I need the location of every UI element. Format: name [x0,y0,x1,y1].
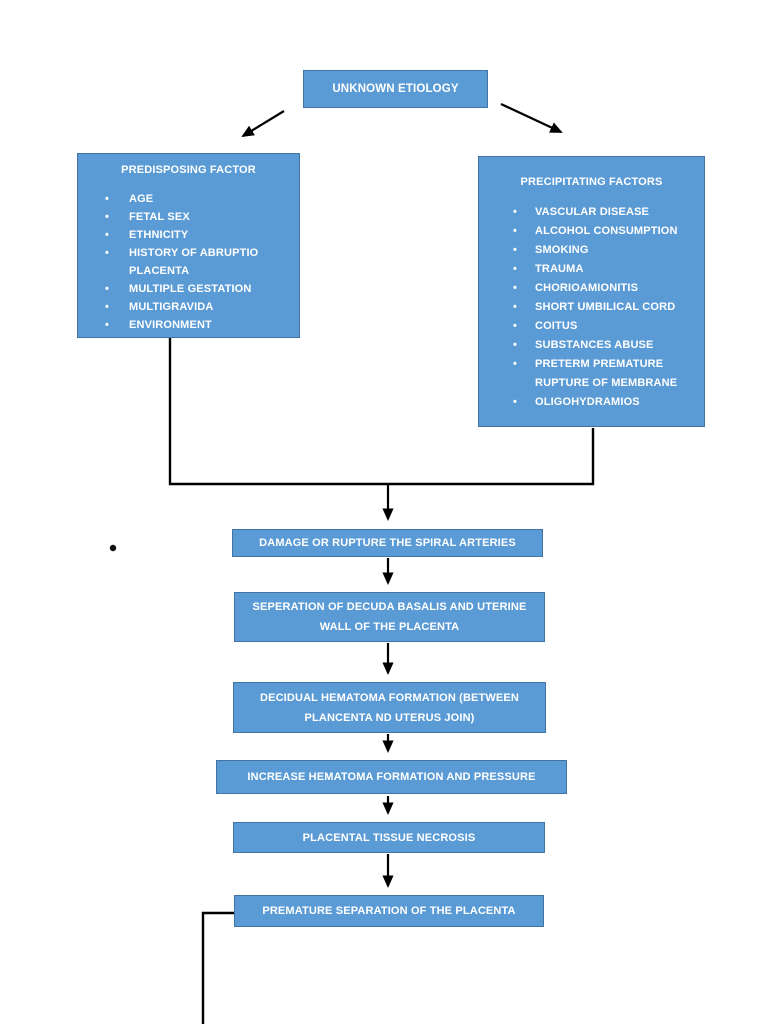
list-item: • MULTIGRAVIDA [105,298,299,316]
bullet-icon: • [105,211,110,223]
bullet-icon: • [105,247,110,259]
node-label: PLACENTAL TISSUE NECROSIS [302,831,476,844]
bullet-icon: • [513,358,518,370]
list-item-text: MULTIPLE GESTATION [129,283,252,295]
list-item: • SMOKING [513,241,704,260]
predisposing-list: • AGE • FETAL SEX • ETHNICITY • HISTORY … [78,190,299,334]
list-item-text: TRAUMA [535,263,584,275]
bullet-icon: • [105,193,110,205]
list-item: • TRAUMA [513,260,704,279]
list-item: • HISTORY OF ABRUPTIO PLACENTA [105,244,299,280]
arrow-root-to-predisposing [241,110,285,138]
list-item: • ALCOHOL CONSUMPTION [513,222,704,241]
list-item-text: FETAL SEX [129,211,190,223]
node-unknown-etiology: UNKNOWN ETIOLOGY [303,70,488,108]
list-item: • VASCULAR DISEASE [513,203,704,222]
list-item-text: ETHNICITY [129,229,189,241]
bullet-icon: • [513,206,518,218]
list-item: • ETHNICITY [105,226,299,244]
bullet-icon: • [513,301,518,313]
bullet-icon: • [105,301,110,313]
node-premature-separation-placenta: PREMATURE SEPARATION OF THE PLACENTA [234,895,544,927]
bullet-icon: • [105,229,110,241]
list-item: • ENVIRONMENT [105,316,299,334]
bullet-icon: • [513,225,518,237]
bullet-icon: • [513,339,518,351]
precipitating-list: • VASCULAR DISEASE • ALCOHOL CONSUMPTION… [479,203,704,412]
node-placental-tissue-necrosis: PLACENTAL TISSUE NECROSIS [233,822,545,853]
list-item-text: CHORIOAMIONITIS [535,282,639,294]
list-item: • OLIGOHYDRAMIOS [513,393,704,412]
node-label: INCREASE HEMATOMA FORMATION AND PRESSURE [247,771,536,783]
list-item-text: AGE [129,193,154,205]
list-item: • MULTIPLE GESTATION [105,280,299,298]
list-item-text: PRETERM PREMATURE RUPTURE OF MEMBRANE [535,358,678,389]
node-increase-hematoma-pressure: INCREASE HEMATOMA FORMATION AND PRESSURE [216,760,567,794]
list-item: • FETAL SEX [105,208,299,226]
node-label: SEPERATION OF DECUDA BASALIS AND UTERINE… [252,601,527,633]
list-item-text: MULTIGRAVIDA [129,301,214,313]
list-item-text: COITUS [535,320,578,332]
connector-premature-down [201,911,234,1024]
list-item-text: SHORT UMBILICAL CORD [535,301,676,313]
bullet-icon: • [513,396,518,408]
bullet-icon: • [513,320,518,332]
bullet-icon: • [513,282,518,294]
list-item-text: SMOKING [535,244,589,256]
bullet-icon: • [513,244,518,256]
arrow-root-to-precipitating [500,103,563,133]
panel-title-precipitating: PRECIPITATING FACTORS [520,176,663,188]
node-label: DECIDUAL HEMATOMA FORMATION (BETWEEN PLA… [260,691,519,724]
list-item: • PRETERM PREMATURE RUPTURE OF MEMBRANE [513,355,704,393]
node-decidual-hematoma-formation: DECIDUAL HEMATOMA FORMATION (BETWEEN PLA… [233,682,546,733]
node-precipitating-factors: PRECIPITATING FACTORS • VASCULAR DISEASE… [478,156,705,427]
bullet-icon: • [105,283,110,295]
list-item: • SHORT UMBILICAL CORD [513,298,704,317]
node-predisposing-factors: PREDISPOSING FACTOR • AGE • FETAL SEX • … [77,153,300,338]
list-item-text: VASCULAR DISEASE [535,206,650,218]
node-label: UNKNOWN ETIOLOGY [332,83,459,95]
panel-title-predisposing: PREDISPOSING FACTOR [121,164,256,176]
list-item-text: ALCOHOL CONSUMPTION [535,225,678,237]
bullet-icon: • [105,319,110,331]
list-item: • CHORIOAMIONITIS [513,279,704,298]
list-item: • AGE [105,190,299,208]
list-item: • COITUS [513,317,704,336]
node-label: PREMATURE SEPARATION OF THE PLACENTA [262,905,516,917]
node-seperation-decidua-basalis: SEPERATION OF DECUDA BASALIS AND UTERINE… [234,592,545,642]
list-item-text: ENVIRONMENT [129,319,212,331]
node-label: DAMAGE OR RUPTURE THE SPIRAL ARTERIES [259,537,516,549]
list-item-text: HISTORY OF ABRUPTIO PLACENTA [129,247,259,277]
node-damage-spiral-arteries: DAMAGE OR RUPTURE THE SPIRAL ARTERIES [232,529,543,557]
list-item: • SUBSTANCES ABUSE [513,336,704,355]
stray-bullet-dot [109,544,117,552]
bullet-icon: • [513,263,518,275]
connector-panels-merge [168,338,595,486]
list-item-text: OLIGOHYDRAMIOS [535,396,640,408]
list-item-text: SUBSTANCES ABUSE [535,339,654,351]
